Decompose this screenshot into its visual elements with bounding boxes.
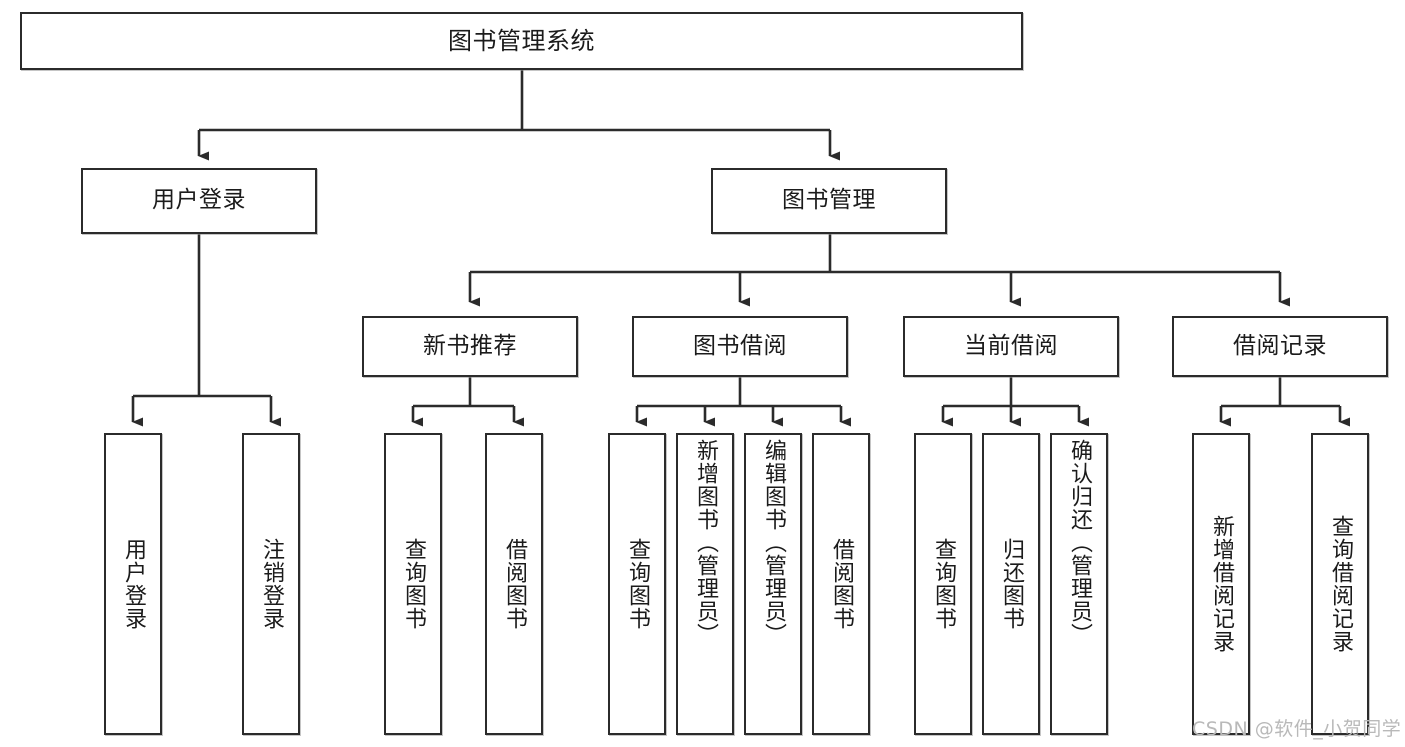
node-label: 新增图书（管理员） [693,439,718,646]
node-leaf-borrow-book[interactable]: 借阅图书 [812,433,870,735]
node-leaf-user-login[interactable]: 用户登录 [104,433,162,735]
node-label: 图书管理 [782,187,876,214]
node-leaf-borrow-book-new[interactable]: 借阅图书 [485,433,543,735]
node-leaf-confirm-return-admin[interactable]: 确认归还（管理员） [1050,433,1108,735]
node-leaf-query-borrow-record[interactable]: 查询借阅记录 [1311,433,1369,735]
node-label: 新书推荐 [423,332,517,359]
node-borrow-record[interactable]: 借阅记录 [1172,316,1388,377]
node-label: 确认归还（管理员） [1067,439,1092,646]
node-current-borrow[interactable]: 当前借阅 [903,316,1119,377]
node-new-book-recommend[interactable]: 新书推荐 [362,316,578,377]
node-root-book-management-system[interactable]: 图书管理系统 [20,12,1023,70]
node-label: 编辑图书（管理员） [761,439,786,646]
node-book-borrow[interactable]: 图书借阅 [632,316,848,377]
node-leaf-add-book-admin[interactable]: 新增图书（管理员） [676,433,734,735]
csdn-watermark: CSDN @软件_小贺同学 [1192,718,1402,740]
node-label: 查询图书 [401,538,426,630]
node-leaf-return-book[interactable]: 归还图书 [982,433,1040,735]
node-leaf-query-book-borrow[interactable]: 查询图书 [608,433,666,735]
node-label: 用户登录 [121,538,146,630]
node-label: 注销登录 [259,538,284,630]
node-leaf-edit-book-admin[interactable]: 编辑图书（管理员） [744,433,802,735]
node-leaf-query-book-new[interactable]: 查询图书 [384,433,442,735]
node-leaf-logout[interactable]: 注销登录 [242,433,300,735]
node-label: 当前借阅 [964,332,1058,359]
node-label: 图书借阅 [693,332,787,359]
node-label: 归还图书 [999,538,1024,630]
node-label: 查询借阅记录 [1328,515,1353,653]
node-book-management[interactable]: 图书管理 [711,168,947,234]
node-label: 新增借阅记录 [1209,515,1234,653]
node-label: 查询图书 [625,538,650,630]
node-label: 借阅记录 [1233,332,1327,359]
node-user-login[interactable]: 用户登录 [81,168,317,234]
node-leaf-add-borrow-record[interactable]: 新增借阅记录 [1192,433,1250,735]
node-label: 用户登录 [152,187,246,214]
node-leaf-query-book-current[interactable]: 查询图书 [914,433,972,735]
node-label: 图书管理系统 [448,26,595,55]
node-label: 借阅图书 [829,538,854,630]
node-label: 查询图书 [931,538,956,630]
node-label: 借阅图书 [502,538,527,630]
